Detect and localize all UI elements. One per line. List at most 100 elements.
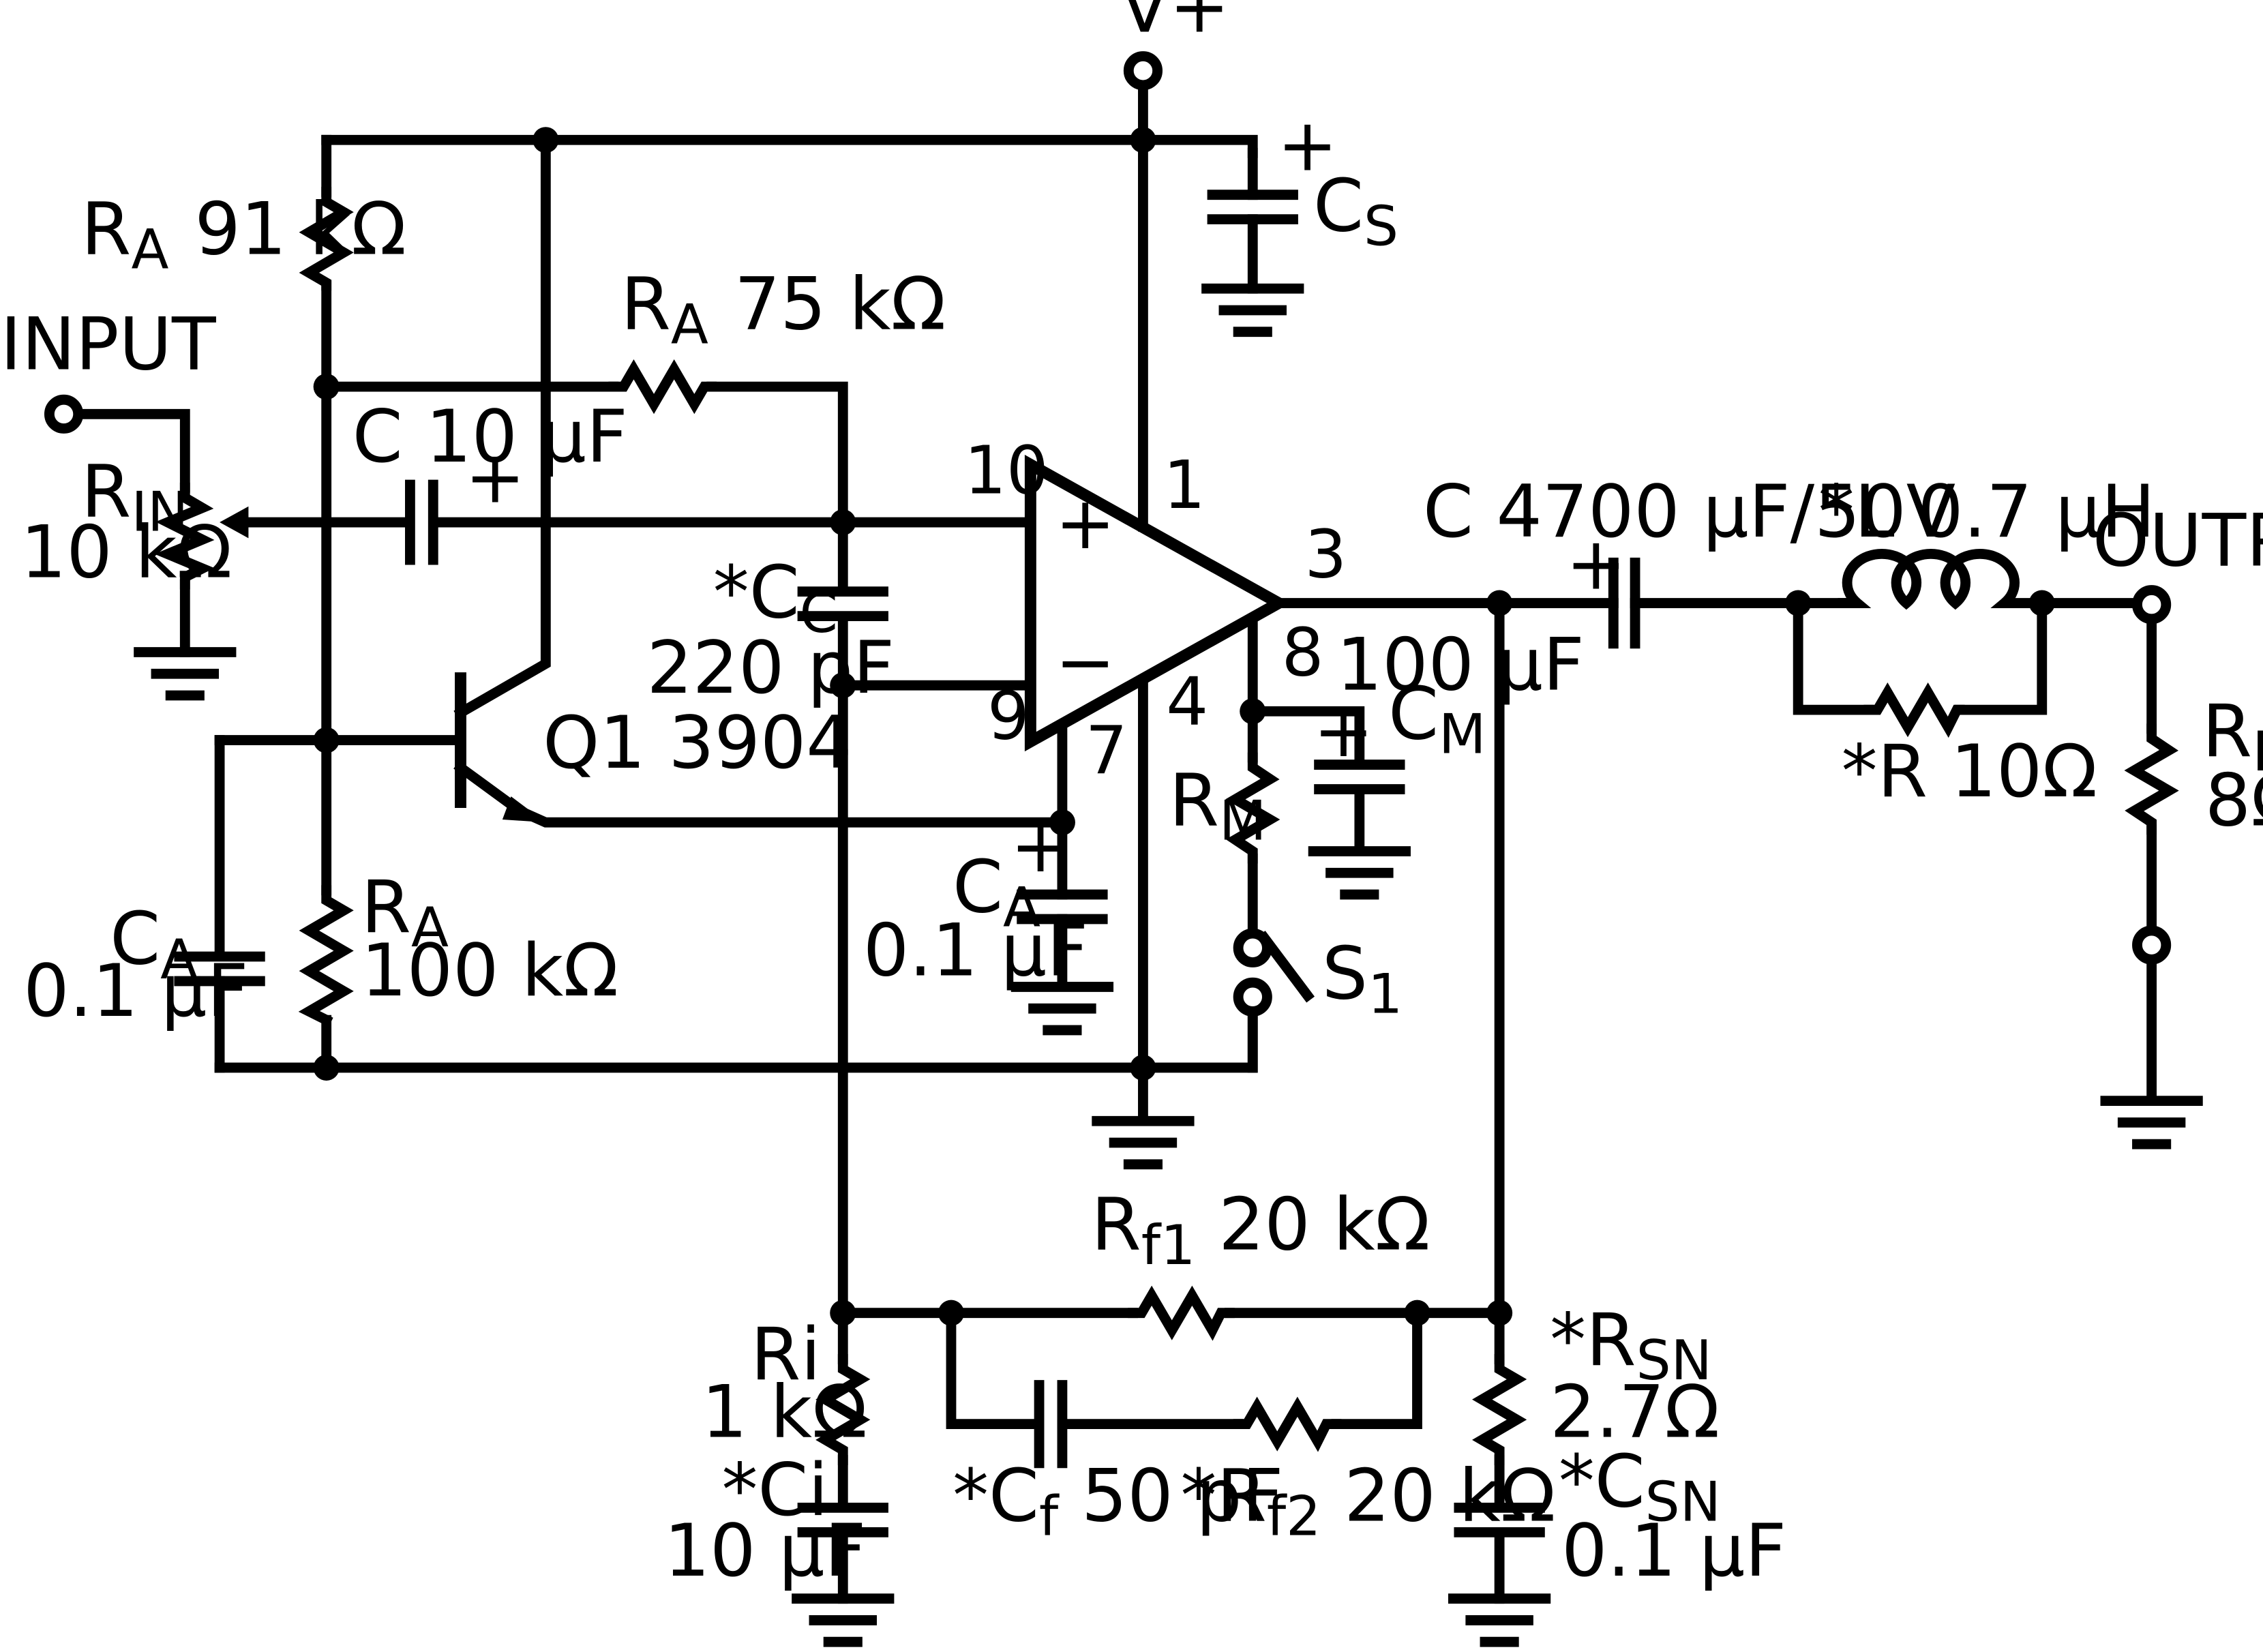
- output-terminal: [2132, 585, 2172, 625]
- junctions: [313, 127, 2055, 1326]
- capacitor-c-10uf: [405, 479, 438, 565]
- c-in-label: C 10 µF: [353, 395, 628, 479]
- input-label: INPUT: [0, 303, 216, 387]
- ground-icon: [2100, 1096, 2203, 1150]
- ground-icon: [1092, 1115, 1195, 1170]
- junction-dot: [1486, 1300, 1513, 1326]
- wire-ra75-right: [706, 381, 848, 525]
- rsn-label: *RSN: [1550, 1298, 1712, 1392]
- junction-dot: [313, 1054, 340, 1081]
- pin-3-label: 3: [1304, 515, 1347, 592]
- ground-icon: [134, 647, 237, 701]
- c-out-label: C 4700 µF/50V: [1423, 470, 1955, 554]
- cm-label: CM: [1388, 672, 1486, 766]
- junction-dot: [1240, 698, 1266, 725]
- junction-dot: [1130, 1054, 1156, 1081]
- cc-value: 220 pF: [646, 626, 895, 710]
- csn-value: 0.1 µF: [1561, 1509, 1786, 1593]
- resistor-rm: [1225, 752, 1280, 864]
- cm-plus: +: [1313, 689, 1374, 773]
- ground-icon: [1201, 283, 1304, 337]
- pin-8-label: 8: [1282, 614, 1324, 691]
- power-amplifier: [1024, 454, 1291, 752]
- wire-r10-left: [1793, 598, 1874, 715]
- vplus-terminal: [1123, 51, 1163, 91]
- ra-100k-value: 100 kΩ: [361, 929, 618, 1012]
- rm-label: RM: [1169, 758, 1267, 852]
- capacitor-cm: [1314, 760, 1405, 794]
- junction-dot: [830, 1300, 856, 1326]
- ground-icon: [792, 1593, 895, 1647]
- wiper-arrow-icon: [220, 506, 249, 539]
- emitter-arrow-icon: [502, 796, 546, 823]
- junction-dot: [1486, 590, 1513, 616]
- junction-dot: [313, 727, 340, 753]
- wire-top-rail: [321, 134, 1258, 158]
- rin-value: 10 kΩ: [20, 510, 232, 594]
- capacitor-c-4700uf: [1608, 557, 1640, 649]
- capacitor-ci: [797, 1502, 888, 1537]
- pin-7-label: 7: [1085, 712, 1128, 789]
- junction-dot: [1130, 127, 1156, 153]
- resistor-ra-75k: [608, 359, 717, 415]
- resistor-rin: [154, 482, 215, 590]
- c-in-plus: +: [465, 435, 526, 519]
- resistor-r-10: [1863, 682, 1965, 738]
- output-label: OUTPUT: [2093, 499, 2263, 583]
- junction-dot: [830, 509, 856, 536]
- ci-value: 10 µF: [664, 1509, 866, 1593]
- pin-4-label: 4: [1166, 663, 1208, 740]
- resistor-ri: [815, 1354, 871, 1465]
- resistor-rsn: [1472, 1354, 1527, 1465]
- wire-collector: [453, 134, 551, 720]
- pin-10-label: 10: [964, 432, 1049, 509]
- cc-label: *CC: [713, 551, 838, 645]
- csn-label: *CSN: [1559, 1439, 1721, 1533]
- resistor-rf2: [1233, 1396, 1342, 1452]
- wire-input: [70, 408, 190, 493]
- ground-icon: [1448, 1593, 1551, 1647]
- junction-dot: [938, 1300, 965, 1326]
- vplus-label: V+: [1120, 0, 1230, 49]
- resistor-ra-100k: [298, 885, 354, 1027]
- capacitor-cf: [1034, 1380, 1068, 1469]
- input-terminal: [44, 394, 84, 434]
- ri-value: 1 kΩ: [702, 1370, 867, 1454]
- ground-symbols: [134, 283, 2203, 1647]
- rl-value: 8Ω: [2205, 758, 2263, 842]
- resistor-rl: [2124, 723, 2179, 835]
- inductor-l: [1838, 549, 2020, 610]
- ca-mid-label: CA: [953, 845, 1040, 939]
- capacitor-csn: [1454, 1502, 1545, 1537]
- junction-dot: [1049, 809, 1075, 836]
- transistor-q1: [455, 672, 546, 823]
- q1-label: Q1 3904: [543, 701, 852, 785]
- junction-dot: [2028, 590, 2055, 616]
- ground-icon: [1010, 982, 1114, 1036]
- wire-r10-right: [1954, 598, 2048, 715]
- rsn-value: 2.7Ω: [1550, 1370, 1720, 1454]
- resistor-ra-91k: [299, 187, 354, 291]
- junction-dot: [313, 374, 340, 400]
- ca-mid-value: 0.1 µF: [863, 909, 1088, 993]
- ca-left-label: CA: [110, 897, 198, 991]
- r-10-label: *R 10Ω: [1842, 730, 2098, 813]
- wire-cf-left: [946, 1308, 1042, 1430]
- junction-dot: [1785, 590, 1812, 616]
- rin-label: RIN: [81, 450, 188, 544]
- s1-label: S1: [1322, 931, 1403, 1025]
- wire-cm: [1247, 706, 1365, 766]
- cs-plus: +: [1277, 104, 1338, 187]
- ri-label: Ri: [751, 1312, 821, 1396]
- switch-s1: [1233, 928, 1315, 1017]
- wire-rf2-right: [1331, 1308, 1422, 1430]
- junction-dot: [1404, 1300, 1430, 1326]
- amplifier-triangle: [1024, 454, 1291, 752]
- pin-9-label: 9: [987, 677, 1030, 754]
